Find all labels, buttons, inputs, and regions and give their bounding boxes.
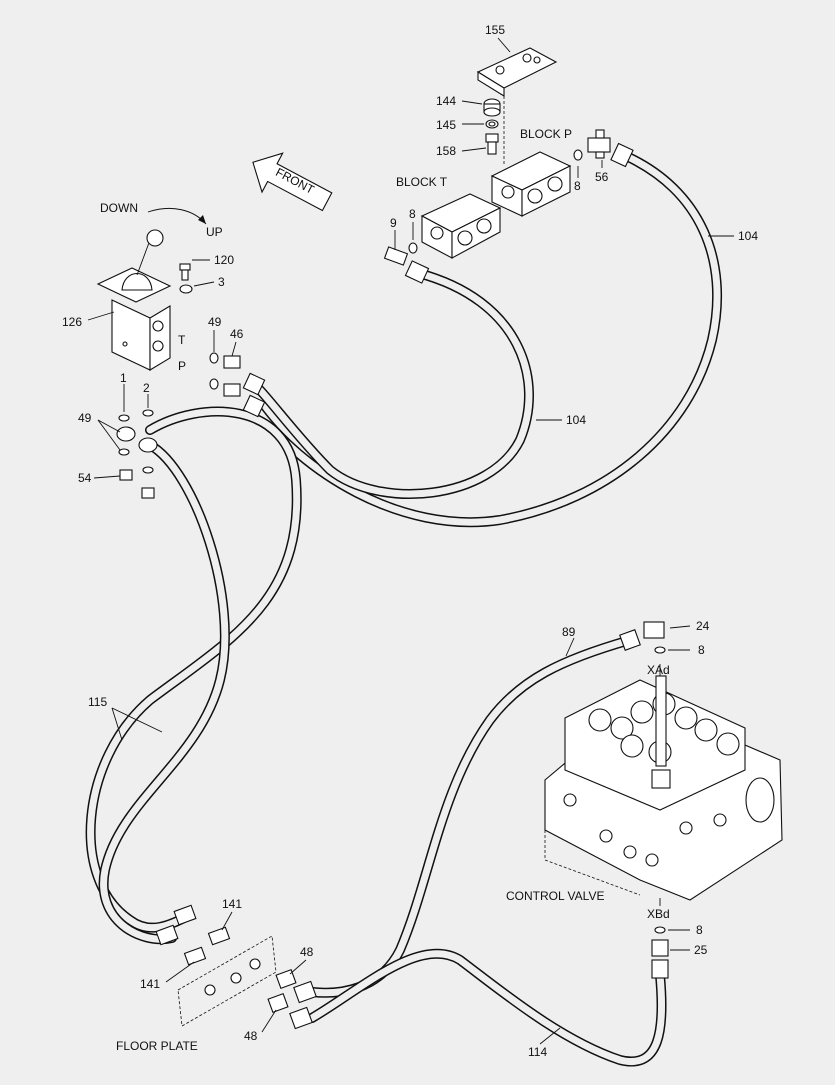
hose-115-inner [98,440,230,945]
hose-ends-115 [155,904,197,946]
part-48-bottom: 48 [244,1029,258,1043]
part-126: 126 [62,315,82,329]
fitting-xad [651,675,671,789]
front-arrow [252,152,333,212]
part-89: 89 [562,625,576,639]
block-t [420,193,502,259]
tee-fitting-56 [587,129,611,159]
label-control-valve: CONTROL VALVE [506,889,604,903]
part-25: 25 [694,943,708,957]
part-1: 1 [120,371,127,385]
hose-end-104-top [610,142,634,168]
hose-104-right [251,151,723,528]
part-48-top: 48 [300,945,314,959]
part-141-left: 141 [140,977,160,991]
hose-ends-joystick [242,372,266,418]
label-xad: XAd [647,663,670,677]
oring-8-blockt [408,242,418,254]
label-floor-plate: FLOOR PLATE [116,1039,198,1053]
hose-104-middle [253,268,534,499]
part-155: 155 [485,23,505,37]
oring-8-top [654,646,666,654]
part-8-top: 8 [698,643,705,657]
part-9: 9 [390,216,397,230]
label-port-p: P [178,359,186,373]
part-54: 54 [78,471,92,485]
label-block-t: BLOCK T [396,175,448,189]
part-8-blockp: 8 [574,179,581,193]
elbow-fitting-24 [643,621,665,639]
floor-plate [177,935,277,1027]
part-141-top: 141 [222,897,242,911]
banjo-bolt-54 [119,469,155,499]
banjo-fittings [116,426,158,453]
label-port-t: T [178,333,186,347]
oring-49-top [209,352,219,390]
bolt-158 [485,133,499,155]
part-145: 145 [436,118,456,132]
adapters-141 [183,926,231,966]
adapter-46 [223,355,241,397]
nuts-48 [267,968,297,1014]
bolt-144 [483,98,501,117]
part-158: 158 [436,144,456,158]
part-104-mid: 104 [566,413,586,427]
label-xbd: XBd [647,907,670,921]
direction-arrow-down-up [147,207,207,225]
part-24: 24 [696,619,710,633]
oring-8-bottom [654,926,666,934]
oring-8-blockp [573,149,583,161]
fitting-9 [383,246,409,266]
part-114: 114 [528,1045,547,1059]
hose-ends-89-114 [289,980,317,1030]
part-3: 3 [218,275,225,289]
pilot-valve-126 [96,229,172,371]
part-144: 144 [436,94,456,108]
hose-end-104-mid [404,260,430,284]
hose-115-outer [85,406,302,933]
adapter-25 [651,939,669,979]
label-up: UP [206,225,223,239]
part-104-right: 104 [738,229,758,243]
part-49-top: 49 [208,315,222,329]
orings-49-left [118,409,154,474]
part-46: 46 [230,327,244,341]
label-block-p: BLOCK P [520,127,572,141]
part-49-left: 49 [78,411,92,425]
bracket-155 [476,47,558,97]
washer-3 [179,284,193,294]
part-120: 120 [214,253,234,267]
leader-lines [87,37,734,1045]
part-2: 2 [143,381,150,395]
hose-114 [307,948,667,1067]
block-p [490,151,572,217]
bolt-120 [179,263,191,281]
control-valve [544,679,783,901]
part-8-bottom: 8 [696,923,703,937]
washer-145 [485,119,499,129]
part-115: 115 [88,695,107,709]
part-56: 56 [595,170,609,184]
hose-end-89 [619,629,641,651]
part-8-blockt: 8 [409,207,416,221]
label-down: DOWN [100,201,138,215]
